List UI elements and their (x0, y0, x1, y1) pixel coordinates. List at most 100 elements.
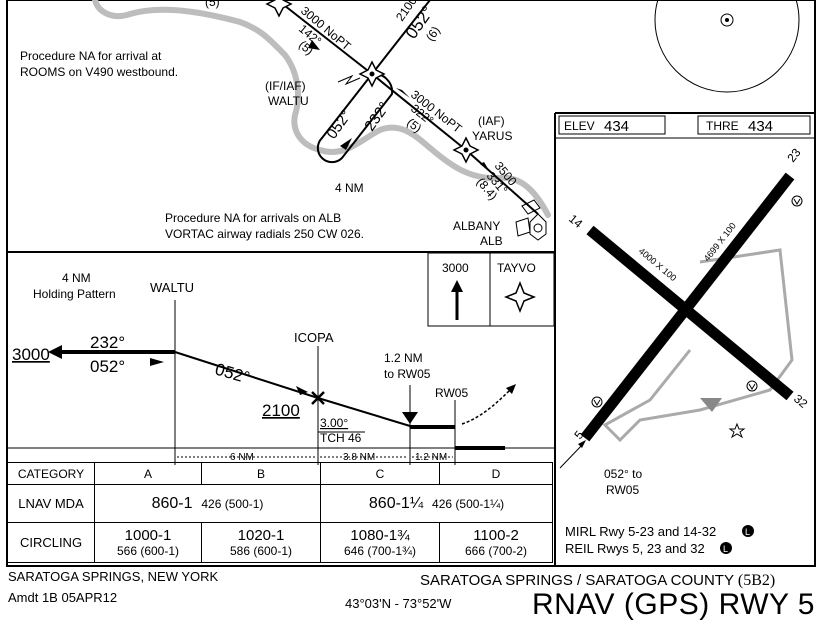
minimums-table: CATEGORY A B C D LNAV MDA 860-1 426 (500… (7, 462, 553, 563)
lnav-ab-sub: 426 (500-1) (201, 496, 264, 511)
runway-14-32 (586, 225, 794, 401)
profile-course-out: 232° (90, 333, 125, 352)
thre-value: 434 (748, 118, 773, 135)
final-course-line1: 052° to (604, 467, 642, 481)
leg-n-distance: (6) (423, 24, 443, 44)
circling-b: 1020-1 586 (600-1) (201, 522, 321, 563)
header-d: D (439, 462, 553, 485)
circling-b-main: 1020-1 (237, 527, 285, 544)
profile-hold-line1: 4 NM (62, 271, 91, 285)
missed-approach-fix: TAYVO (497, 261, 536, 275)
note-top-line1: Procedure NA for arrival at (20, 49, 162, 63)
missed-approach-arrow (506, 384, 516, 394)
circling-d: 1100-2 666 (700-2) (439, 522, 553, 563)
minimums-header-row: CATEGORY A B C D (7, 462, 553, 485)
circling-c-sub: 646 (700-1¾) (343, 544, 417, 558)
waltu-name: WALTU (268, 94, 309, 108)
profile-course-in: 052° (90, 357, 125, 376)
hold-inbound-course: 052° (323, 107, 355, 142)
map-fix-icon (402, 412, 418, 424)
note-bottom-line2: VORTAC airway radials 250 CW 026. (165, 227, 364, 241)
profile-course-main: 052° (213, 360, 252, 388)
profile-alt-3000: 3000 (12, 345, 50, 364)
thre-box (697, 115, 811, 135)
header-a: A (94, 462, 202, 485)
circling-b-sub: 586 (600-1) (229, 544, 293, 558)
rwy-end-14: 14 (566, 212, 585, 232)
plan-arrows (308, 40, 490, 172)
lighting-line1: MIRL Rwy 5-23 and 14-32 (565, 524, 716, 539)
missed-approach-alt: 3000 (442, 261, 469, 275)
final-course-line (559, 443, 584, 469)
profile-seg-3: 1.2 NM (415, 452, 447, 463)
msa-circle (654, 0, 800, 93)
svg-text:L: L (723, 544, 728, 554)
circling-a-sub: 566 (600-1) (116, 544, 180, 558)
footer-coords: 43°03'N - 73°52'W (345, 596, 452, 611)
lnav-cd-main: 860-1¼ (368, 494, 424, 512)
lnav-row: LNAV MDA 860-1 426 (500-1) 860-1¼ 426 (5… (7, 484, 553, 523)
rwy-end-23: 23 (784, 145, 803, 164)
chart-frame (6, 0, 816, 567)
lighting-line2: REIL Rwys 5, 23 and 32 (565, 541, 705, 556)
circling-c: 1080-1¾ 646 (700-1¾) (320, 522, 440, 563)
icopa-fix-icon (311, 391, 325, 405)
hold-length: 4 NM (335, 181, 364, 195)
profile-icopa: ICOPA (294, 330, 334, 345)
footer-amendment: Amdt 1B 05APR12 (8, 590, 118, 605)
tayvo-waypoint-icon (503, 280, 537, 314)
circling-c-main: 1080-1¾ (350, 527, 410, 544)
header-b: B (201, 462, 321, 485)
apron (700, 398, 722, 412)
thre-label: THRE (706, 119, 739, 133)
final-course-arrowhead (578, 440, 586, 448)
note-top-line2: ROOMS on V490 westbound. (20, 65, 178, 79)
lightning-icon (337, 74, 361, 86)
profile-tch: TCH 46 (320, 431, 362, 445)
profile-outbound-arrow (48, 345, 62, 359)
profile-waltu: WALTU (150, 280, 194, 295)
vortac-icon (515, 199, 547, 241)
plan-tracks (279, 0, 539, 215)
profile-seg-1: 6 NM (230, 452, 254, 463)
profile-lines (7, 300, 555, 465)
elev-label: ELEV (564, 119, 595, 133)
svg-text:L: L (745, 527, 750, 537)
footer-airport-name: SARATOGA SPRINGS / SARATOGA COUNTY (420, 572, 734, 589)
waltu-waypoint-icon (358, 60, 386, 88)
footer-airport-id: (5B2) (737, 572, 776, 589)
lnav-cd-sub: 426 (500-1¼) (432, 496, 505, 511)
profile-inbound-arrow (150, 358, 164, 366)
albany-id: ALB (480, 234, 503, 248)
vgsi-icon (591, 195, 803, 408)
footer-airport: SARATOGA SPRINGS / SARATOGA COUNTY (5B2) (420, 572, 775, 590)
lighting-badge-icon: L (742, 525, 754, 537)
header-category: CATEGORY (7, 462, 95, 485)
airport-reference-icon (720, 13, 734, 27)
profile-rw05: RW05 (435, 386, 468, 400)
beacon-star-icon (728, 422, 746, 439)
taxiway-outline (602, 248, 794, 443)
waltu-role: (IF/IAF) (265, 79, 306, 93)
circling-a: 1000-1 566 (600-1) (94, 522, 202, 563)
lnav-cd-cell: 860-1¼ 426 (500-1¼) (320, 484, 553, 523)
runway-5-23 (580, 172, 795, 442)
profile-alt-2100: 2100 (262, 401, 300, 420)
lnav-label: LNAV MDA (7, 484, 95, 523)
circling-d-sub: 666 (700-2) (464, 544, 528, 558)
footer-city: SARATOGA SPRINGS, NEW YORK (8, 569, 219, 584)
circling-d-main: 1100-2 (473, 527, 519, 544)
lnav-ab-main: 860-1 (151, 494, 193, 512)
footer-procedure-title: RNAV (GPS) RWY 5 (531, 588, 815, 621)
elev-box (558, 115, 666, 135)
profile-gpa: 3.00° (320, 416, 348, 430)
profile-course-arrow (296, 386, 308, 395)
profile-seg-2: 3.8 NM (343, 452, 375, 463)
final-course-line2: RW05 (606, 483, 639, 497)
lnav-ab-cell: 860-1 426 (500-1) (94, 484, 321, 523)
albany-name: ALBANY (453, 219, 500, 233)
circling-row: CIRCLING 1000-1 566 (600-1) 1020-1 586 (… (7, 522, 553, 563)
top-waypoint-icon (265, 0, 293, 18)
missed-approach-box (427, 252, 555, 327)
